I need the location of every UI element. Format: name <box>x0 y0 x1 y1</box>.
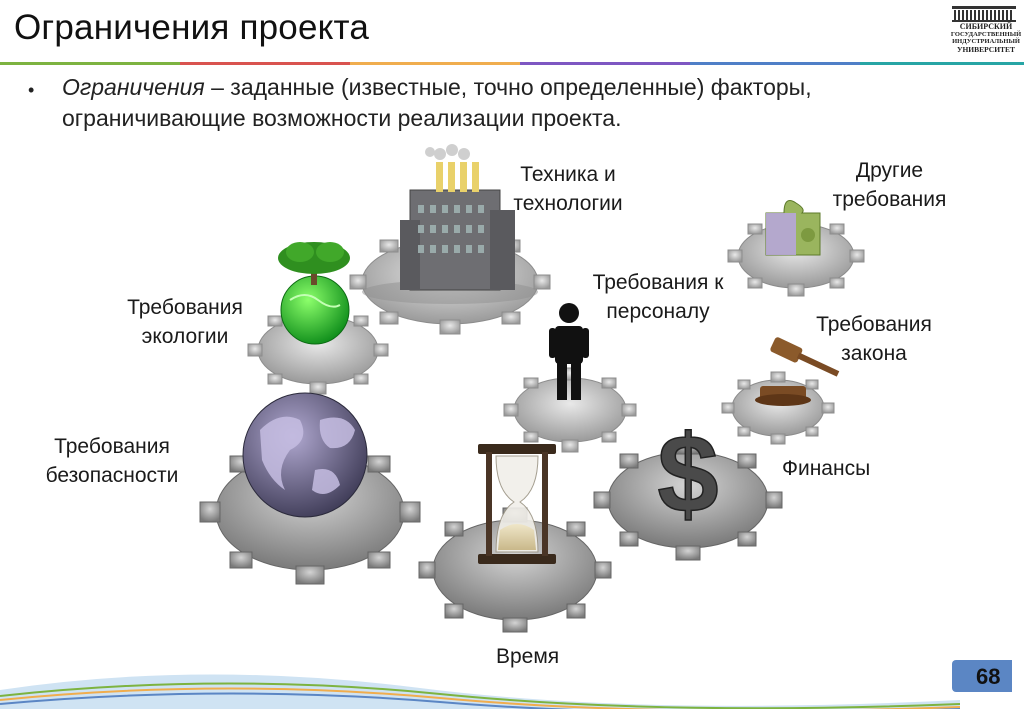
logo-line: СИБИРСКИЙ <box>959 22 1013 31</box>
puzzle-icon <box>765 200 821 256</box>
university-logo-icon <box>952 6 1016 22</box>
label-finance: Финансы <box>782 457 871 480</box>
logo-text: СИБИРСКИЙ ГОСУДАРСТВЕННЫЙ ИНДУСТРИАЛЬНЫЙ… <box>950 23 1022 53</box>
label-law-text: Требования закона <box>816 313 932 365</box>
logo-line: ИНДУСТРИАЛЬНЫЙ <box>952 38 1020 46</box>
logo-line: ГОСУДАРСТВЕННЫЙ <box>950 30 1022 38</box>
bullet-marker: • <box>28 80 35 100</box>
label-time: Время <box>496 645 560 668</box>
person-icon <box>549 303 589 400</box>
page-number: 68 <box>976 664 1001 689</box>
gear-finance <box>593 439 783 561</box>
globe-icon <box>242 392 368 518</box>
bullet-term: Ограничения <box>62 74 205 100</box>
label-ecology-text: Требования экологии <box>127 296 243 348</box>
label-personnel: Требования к персоналу <box>578 268 738 326</box>
stripe-purple <box>520 62 690 65</box>
stripe-teal <box>860 62 1024 65</box>
stripe-green <box>0 62 180 65</box>
page-number-badge <box>952 660 1012 692</box>
gear-law <box>721 371 835 445</box>
label-law: Требования закона <box>806 310 942 368</box>
stripe-blue <box>690 62 860 65</box>
stripe-red <box>180 62 350 65</box>
bullet-definition: – заданные (известные, точно определенны… <box>62 74 812 131</box>
tree-globe-icon <box>278 242 350 345</box>
label-technology-text: Техника и технологии <box>513 163 623 215</box>
logo-line: УНИВЕРСИТЕТ <box>956 44 1016 54</box>
label-safety-text: Требования безопасности <box>45 435 179 487</box>
hourglass-icon <box>478 444 556 564</box>
stripe-orange <box>350 62 520 65</box>
label-other: Другие требования <box>822 156 957 214</box>
label-safety: Требования безопасности <box>32 432 192 490</box>
dollar-icon: $ <box>657 413 718 536</box>
label-personnel-text: Требования к персоналу <box>592 271 724 323</box>
slide-title: Ограничения проекта <box>14 8 370 47</box>
gear-personnel <box>503 367 637 453</box>
bullet-text: Ограничения – заданные (известные, точно… <box>62 72 962 134</box>
bottom-swoosh-decoration <box>0 674 960 709</box>
factory-icon <box>400 144 515 291</box>
label-ecology: Требования экологии <box>110 293 260 351</box>
label-other-text: Другие требования <box>832 159 947 211</box>
label-technology: Техника и технологии <box>498 160 638 218</box>
gavel-icon <box>755 337 840 406</box>
